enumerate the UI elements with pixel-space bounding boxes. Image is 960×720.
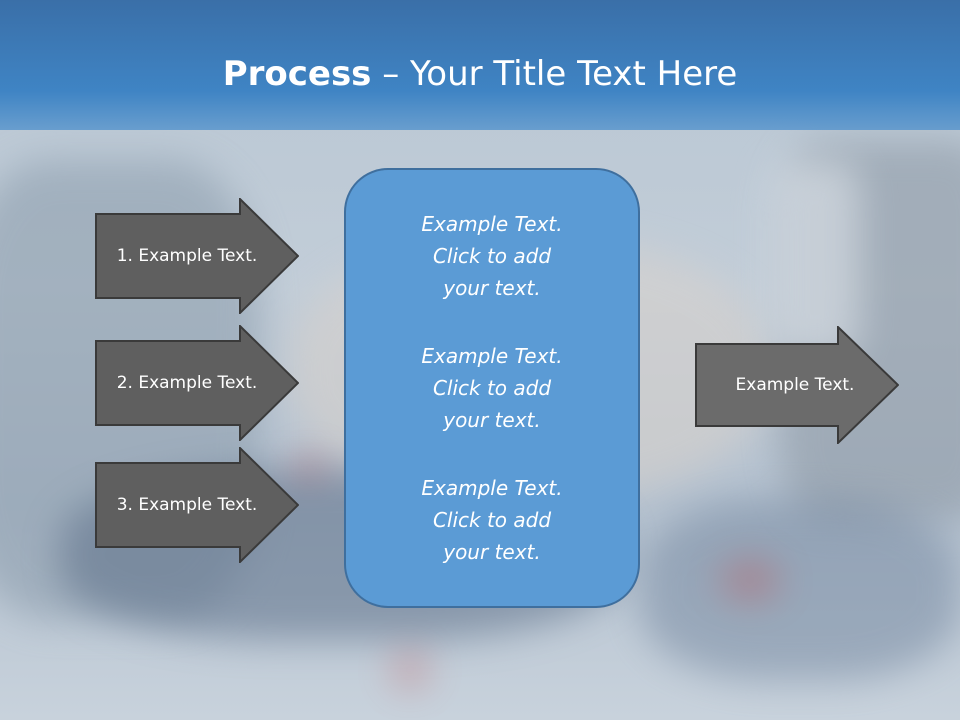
background-accent bbox=[290, 455, 330, 480]
title-bar: Process – Your Title Text Here bbox=[0, 0, 960, 130]
background-cuff-region bbox=[770, 160, 860, 360]
right-arrow-label: Example Text. bbox=[735, 375, 855, 395]
arrow-right-shape bbox=[95, 325, 299, 441]
slide-title-bold: Process bbox=[222, 54, 372, 94]
left-arrow-3-label: 3. Example Text. bbox=[116, 495, 258, 515]
center-text-block-3: Example Text. Click to add your text. bbox=[421, 476, 563, 564]
center-text-box[interactable]: Example Text. Click to add your text. Ex… bbox=[344, 168, 640, 608]
center-text-block-2: Example Text. Click to add your text. bbox=[421, 344, 563, 432]
arrow-right-shape bbox=[95, 447, 299, 563]
background-accent bbox=[720, 560, 780, 600]
arrow-right-shape bbox=[695, 326, 899, 444]
right-arrow[interactable]: Example Text. bbox=[695, 326, 899, 444]
background-car-region-right bbox=[640, 500, 960, 680]
left-arrow-2[interactable]: 2. Example Text. bbox=[95, 325, 299, 441]
left-arrow-3[interactable]: 3. Example Text. bbox=[95, 447, 299, 563]
slide-title[interactable]: Process – Your Title Text Here bbox=[0, 52, 960, 96]
left-arrow-1-label: 1. Example Text. bbox=[116, 246, 258, 266]
left-arrow-1[interactable]: 1. Example Text. bbox=[95, 198, 299, 314]
center-text-block-1: Example Text. Click to add your text. bbox=[421, 212, 563, 300]
arrow-right-shape bbox=[95, 198, 299, 314]
slide-title-rest: – Your Title Text Here bbox=[371, 54, 738, 94]
background-accent bbox=[390, 650, 430, 690]
left-arrow-2-label: 2. Example Text. bbox=[116, 373, 258, 393]
